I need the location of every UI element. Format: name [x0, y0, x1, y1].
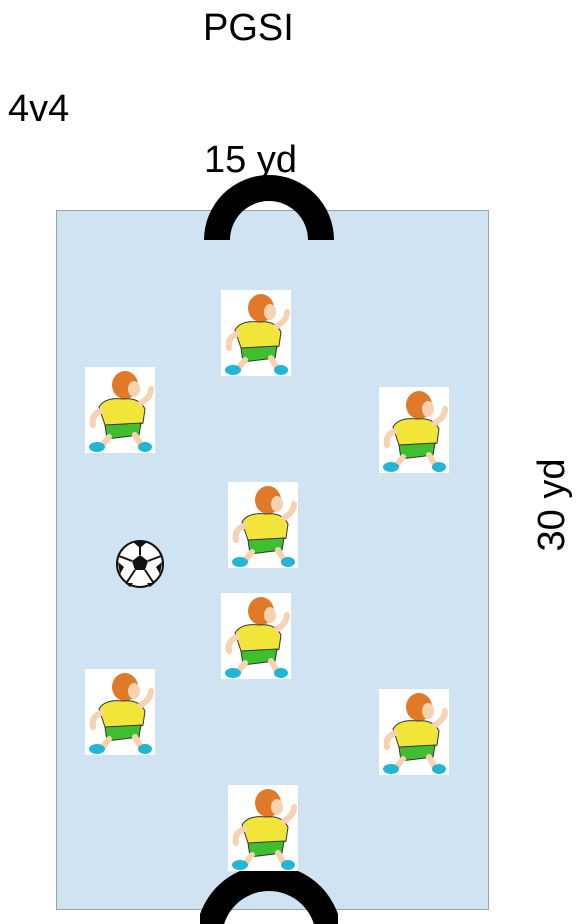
bottom-goal-icon [200, 866, 338, 924]
top-goal-icon [200, 170, 338, 242]
player-icon [379, 689, 449, 775]
drill-title: PGSI [203, 9, 294, 47]
player-icon [85, 669, 155, 755]
player-icon [221, 593, 291, 679]
game-format-label: 4v4 [8, 90, 69, 128]
player-icon [228, 482, 298, 568]
player-icon [228, 785, 298, 871]
player-icon [379, 387, 449, 473]
top-goal-arc [204, 175, 334, 240]
player-icon [85, 367, 155, 453]
player-icon [221, 290, 291, 376]
soccer-ball-icon [115, 539, 165, 589]
field-length-label: 30 yd [533, 459, 571, 552]
bottom-goal-arc [200, 866, 338, 924]
